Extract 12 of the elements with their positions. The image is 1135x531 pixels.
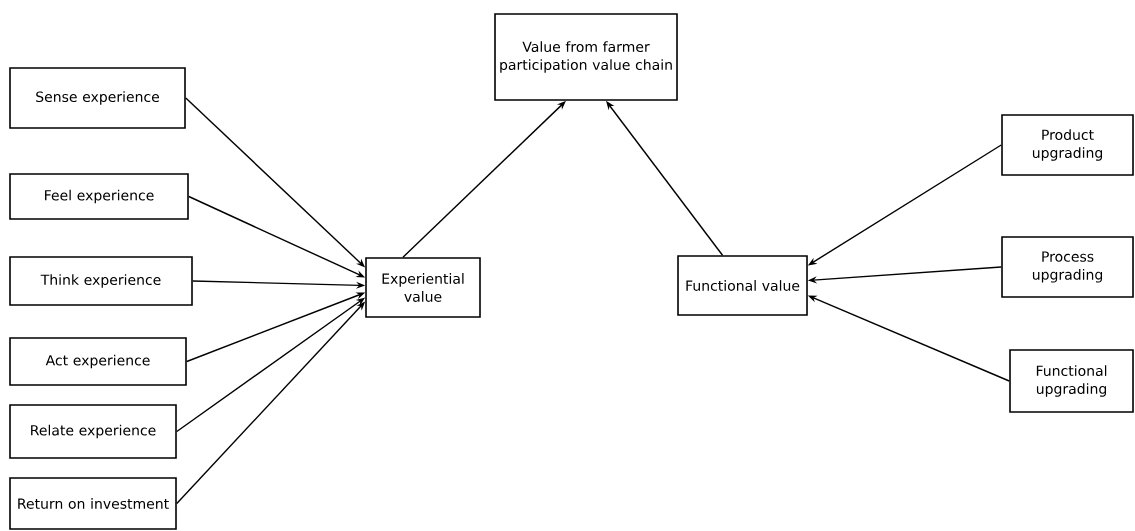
factor-box: Sense experience <box>9 67 186 129</box>
factor-box: Return on investment <box>9 477 177 530</box>
factor-box: Think experience <box>9 256 193 306</box>
factor-box: Product upgrading <box>1001 114 1134 176</box>
factor-box: Act experience <box>9 337 187 386</box>
value-box: Functional value <box>677 255 808 316</box>
factor-box: Functional upgrading <box>1009 349 1134 413</box>
value-box: Experiential value <box>365 257 481 318</box>
outcome-box: Value from farmer participation value chain <box>494 13 678 101</box>
factor-box: Feel experience <box>9 173 189 220</box>
factor-box: Process upgrading <box>1001 236 1134 298</box>
factor-box: Relate experience <box>9 404 177 459</box>
